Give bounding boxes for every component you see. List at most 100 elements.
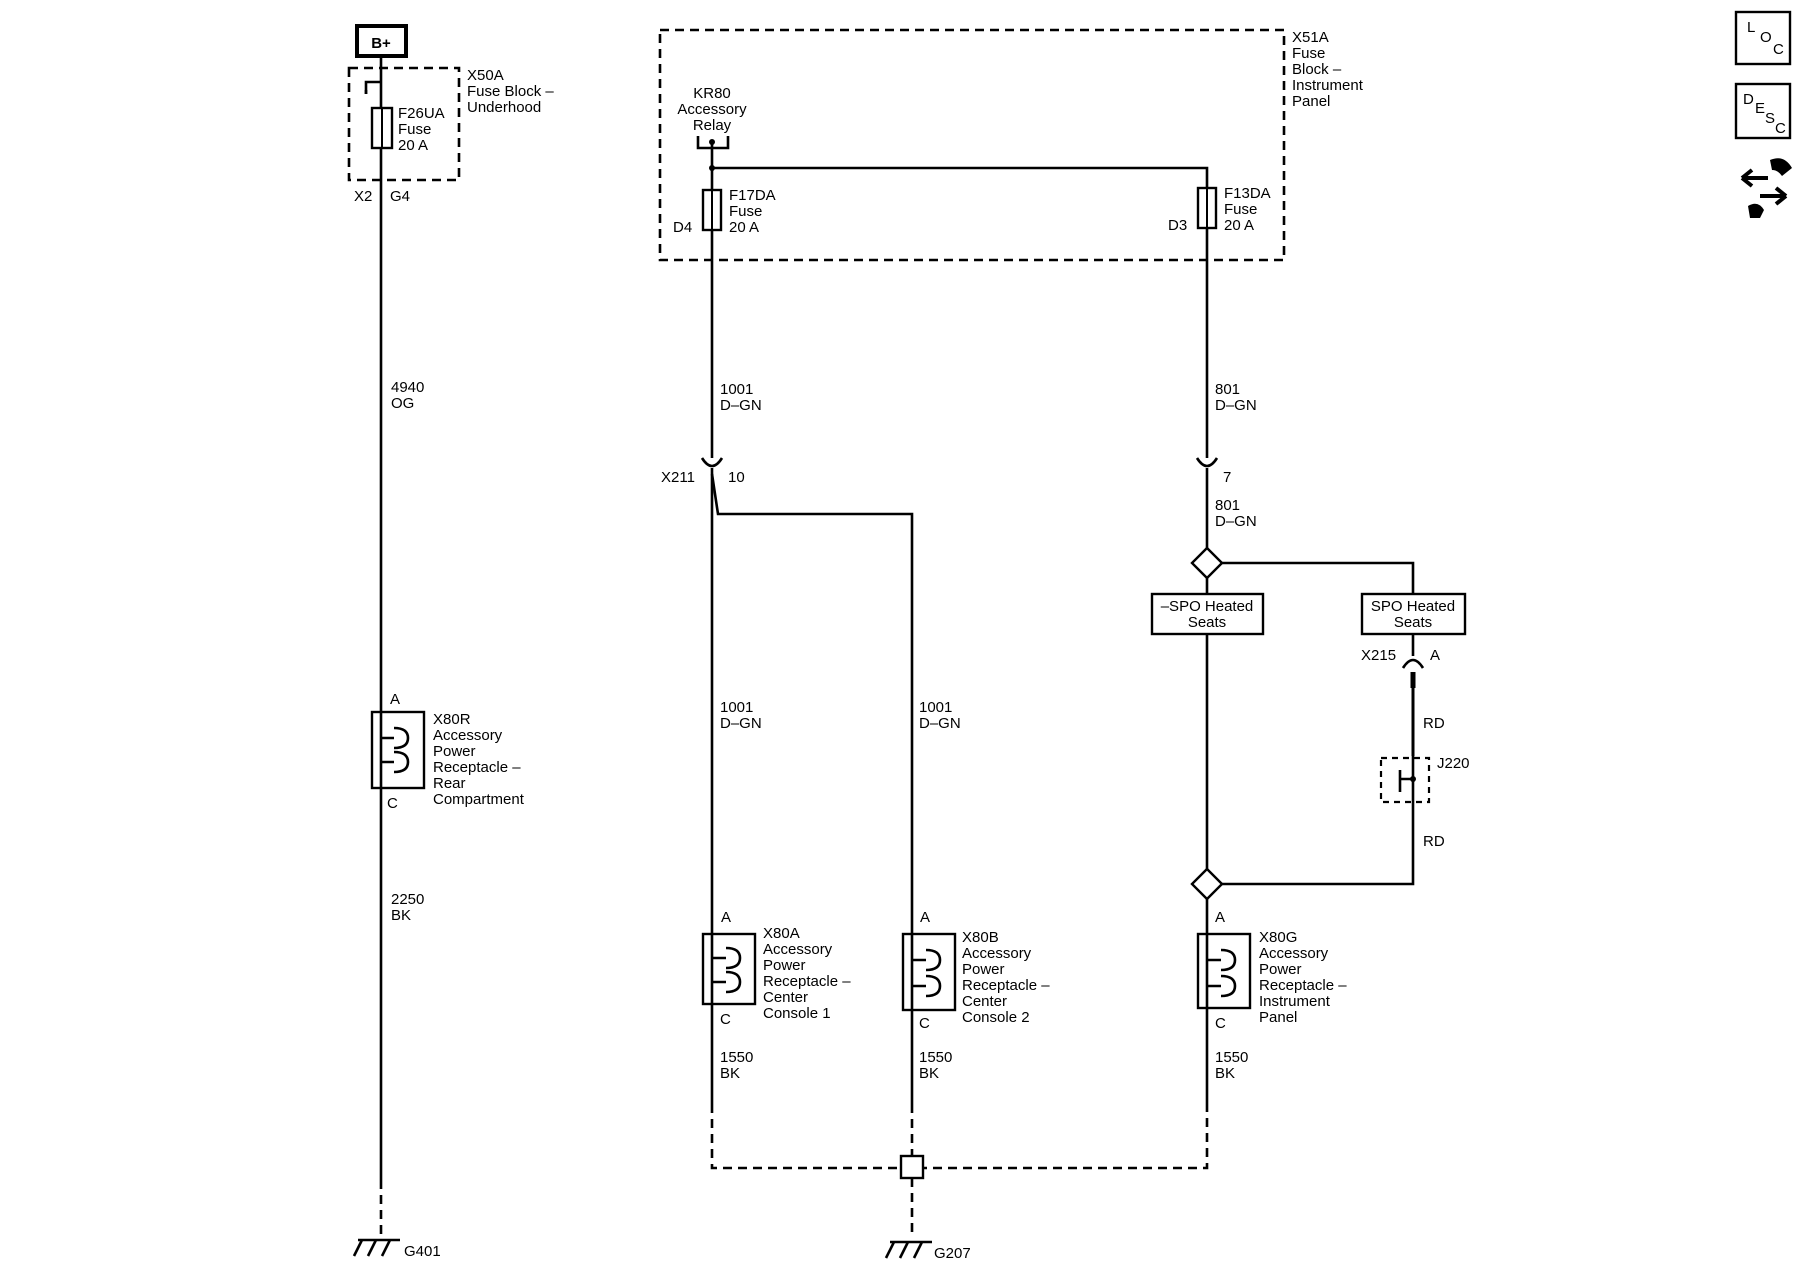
connector-x211-icon bbox=[700, 457, 724, 468]
fuse-f13da-pin: D3 bbox=[1168, 217, 1187, 234]
wire-1550-g-color: BK bbox=[1215, 1065, 1235, 1082]
splice-j220-id: J220 bbox=[1437, 755, 1470, 772]
receptacle-center1-pin-c: C bbox=[720, 1011, 731, 1028]
battery-source: B+ bbox=[355, 24, 408, 58]
fuse-block-ip-name-4: Panel bbox=[1292, 93, 1330, 110]
desc-icon-letter-e: E bbox=[1755, 100, 1765, 117]
option-no-heated-label-2: Seats bbox=[1188, 614, 1226, 631]
connector-x211-id: X211 bbox=[661, 469, 695, 486]
receptacle-center-console-2: A C X80B Accessory Power Receptacle – Ce… bbox=[901, 909, 1050, 1032]
pin-x2: X2 bbox=[354, 188, 372, 205]
fuse-block-underhood-name-1: Fuse Block – bbox=[467, 83, 554, 100]
receptacle-center1-name-4: Center bbox=[763, 989, 808, 1006]
wire-2250-circuit: 2250 bbox=[391, 891, 424, 908]
receptacle-ip-id: X80G bbox=[1259, 929, 1297, 946]
fuse-f26ua-id: F26UA bbox=[398, 105, 445, 122]
wire-1550-a-circuit: 1550 bbox=[720, 1049, 753, 1066]
option-heated-label-1: SPO Heated bbox=[1371, 598, 1455, 615]
receptacle-ip-symbol-icon bbox=[1205, 934, 1237, 1008]
ip-fuse-bus bbox=[710, 142, 1209, 188]
ground-g401-label: G401 bbox=[404, 1243, 441, 1260]
wire-4940-color: OG bbox=[391, 395, 414, 412]
wire-801-mid-circuit: 801 bbox=[1215, 497, 1240, 514]
loc-icon[interactable]: L O C bbox=[1734, 10, 1792, 66]
splice-j220: J220 bbox=[1379, 755, 1470, 804]
option-split-bottom-icon bbox=[1190, 867, 1224, 901]
wire-801-mid-color: D–GN bbox=[1215, 513, 1257, 530]
receptacle-rear-name-1: Accessory bbox=[433, 727, 503, 744]
option-heated-seats: SPO Heated Seats bbox=[1360, 592, 1467, 636]
wire-rd-bottom-color: RD bbox=[1423, 833, 1445, 850]
receptacle-rear-symbol-icon bbox=[379, 712, 410, 788]
connector-x215: X215 A bbox=[1361, 647, 1440, 669]
receptacle-rear-pin-c: C bbox=[387, 795, 398, 812]
receptacle-center2-name-5: Console 2 bbox=[962, 1009, 1030, 1026]
option-split-top-icon bbox=[1190, 546, 1224, 580]
receptacle-center1-name-1: Accessory bbox=[763, 941, 833, 958]
fuse-f13da-rating: 20 A bbox=[1224, 217, 1254, 234]
fuse-block-ip-name-2: Block – bbox=[1292, 61, 1342, 78]
ground-bus-dashed bbox=[710, 1104, 1209, 1170]
receptacle-ip-name-1: Accessory bbox=[1259, 945, 1329, 962]
receptacle-rear-name-4: Rear bbox=[433, 775, 466, 792]
receptacle-rear-pin-a: A bbox=[390, 691, 400, 708]
desc-icon-letter-s: S bbox=[1765, 110, 1775, 127]
fuse-block-ip-name-3: Instrument bbox=[1292, 77, 1364, 94]
receptacle-center2-name-2: Power bbox=[962, 961, 1005, 978]
wire-1550-b-color: BK bbox=[919, 1065, 939, 1082]
wire-4940 bbox=[364, 56, 383, 712]
fuse-block-ip-name-1: Fuse bbox=[1292, 45, 1325, 62]
fuse-block-instrument-panel: X51A Fuse Block – Instrument Panel KR80 … bbox=[658, 28, 1364, 262]
loc-icon-letter-o: O bbox=[1760, 29, 1772, 46]
receptacle-center2-pin-a: A bbox=[920, 909, 930, 926]
ground-g207-icon: G207 bbox=[884, 1240, 971, 1262]
connector-x211-right-icon bbox=[1195, 457, 1219, 468]
fuse-f13da-id: F13DA bbox=[1224, 185, 1271, 202]
fuse-f26ua-name: Fuse bbox=[398, 121, 431, 138]
receptacle-ip-pin-a: A bbox=[1215, 909, 1225, 926]
receptacle-rear-id: X80R bbox=[433, 711, 471, 728]
desc-icon[interactable]: D E S C bbox=[1734, 82, 1792, 140]
receptacle-center-console-1: A C X80A Accessory Power Receptacle – Ce… bbox=[701, 909, 851, 1028]
relay-id: KR80 bbox=[693, 85, 731, 102]
receptacle-center2-symbol-icon bbox=[910, 934, 942, 1010]
fuse-block-underhood-name-2: Underhood bbox=[467, 99, 541, 116]
wire-801-top-circuit: 801 bbox=[1215, 381, 1240, 398]
receptacle-ip-name-2: Power bbox=[1259, 961, 1302, 978]
wire-1001-b-color: D–GN bbox=[919, 715, 961, 732]
fuse-f17da-id: F17DA bbox=[729, 187, 776, 204]
receptacle-center2-name-4: Center bbox=[962, 993, 1007, 1010]
receptacle-rear-name-3: Receptacle – bbox=[433, 759, 521, 776]
wire-1001-a-color: D–GN bbox=[720, 715, 762, 732]
option-no-heated-seats: –SPO Heated Seats bbox=[1150, 592, 1265, 636]
connector-x211-pin: 10 bbox=[728, 469, 745, 486]
receptacle-instrument-panel: A C X80G Accessory Power Receptacle – In… bbox=[1196, 909, 1347, 1032]
receptacle-rear: A C X80R Accessory Power Receptacle – Re… bbox=[370, 691, 525, 812]
receptacle-center1-pin-a: A bbox=[721, 909, 731, 926]
ground-g401-icon: G401 bbox=[352, 1238, 441, 1260]
receptacle-ip-name-3: Receptacle – bbox=[1259, 977, 1347, 994]
loc-icon-letter-l: L bbox=[1747, 19, 1755, 36]
wire-1001-b bbox=[710, 473, 914, 934]
connector-x211-left: X211 10 bbox=[661, 457, 745, 486]
option-heated-label-2: Seats bbox=[1394, 614, 1432, 631]
desc-icon-letter-d: D bbox=[1743, 91, 1754, 108]
receptacle-ip-pin-c: C bbox=[1215, 1015, 1226, 1032]
ground-g207-label: G207 bbox=[934, 1245, 971, 1262]
loc-icon-letter-c: C bbox=[1773, 41, 1784, 58]
wire-1550-a-color: BK bbox=[720, 1065, 740, 1082]
wire-2250-color: BK bbox=[391, 907, 411, 924]
connector-end-view-icon[interactable] bbox=[1740, 158, 1792, 218]
fuse-f17da-rating: 20 A bbox=[729, 219, 759, 236]
receptacle-center1-id: X80A bbox=[763, 925, 800, 942]
option-no-heated-label-1: –SPO Heated bbox=[1161, 598, 1254, 615]
receptacle-center1-symbol-icon bbox=[710, 934, 742, 1004]
wire-1001-top-color: D–GN bbox=[720, 397, 762, 414]
receptacle-rear-name-2: Power bbox=[433, 743, 476, 760]
receptacle-center2-name-3: Receptacle – bbox=[962, 977, 1050, 994]
wire-4940-circuit: 4940 bbox=[391, 379, 424, 396]
receptacle-center1-name-3: Receptacle – bbox=[763, 973, 851, 990]
receptacle-center2-pin-c: C bbox=[919, 1015, 930, 1032]
battery-label: B+ bbox=[371, 35, 391, 52]
